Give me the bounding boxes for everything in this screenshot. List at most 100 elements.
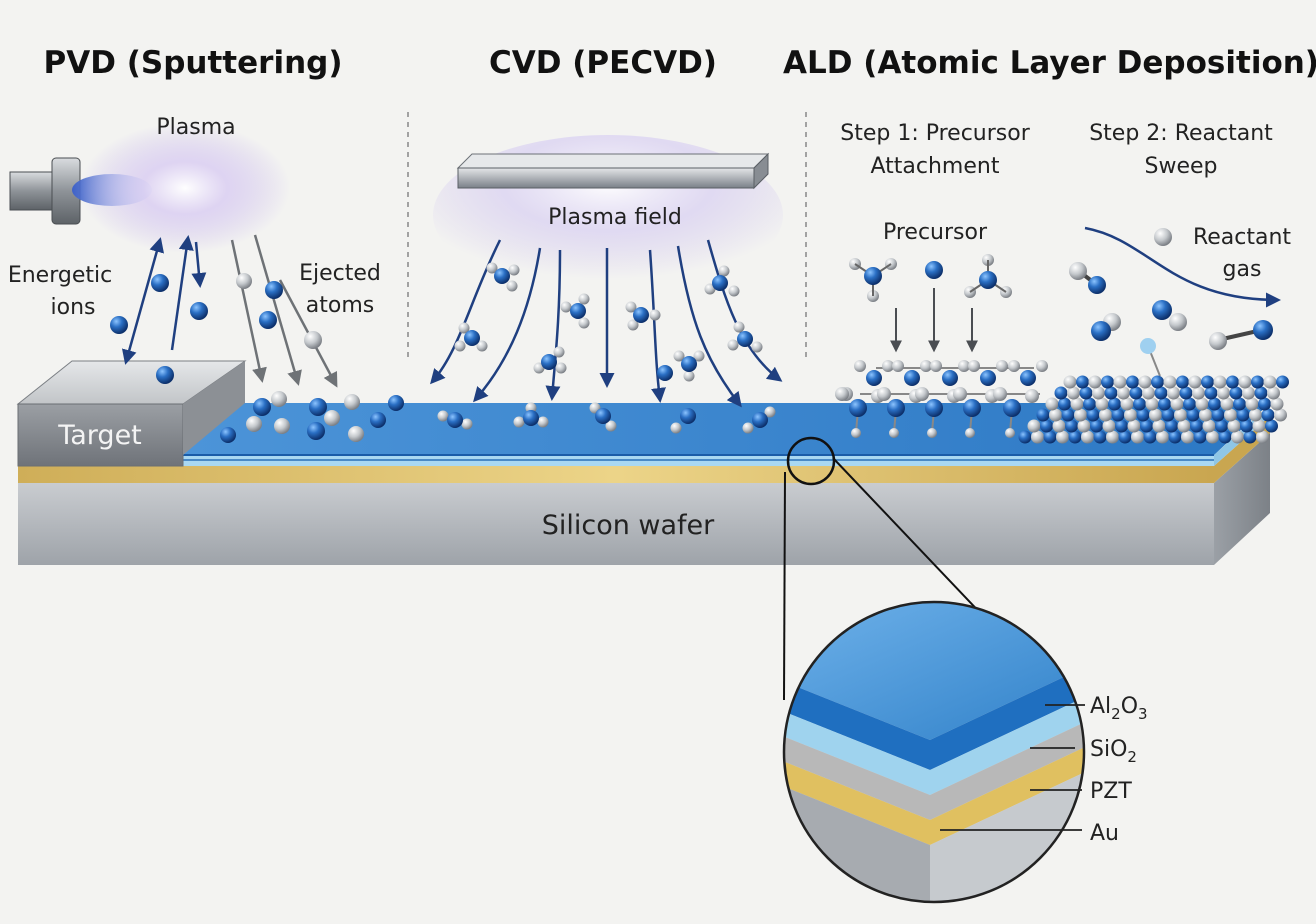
ald-film-atom: [1074, 408, 1087, 422]
ejected-arrows: [230, 234, 338, 388]
ald-atom: [849, 399, 867, 417]
ald-film-atom: [1052, 419, 1066, 433]
ald-film-atom: [1129, 386, 1143, 400]
ald-film-atom: [1067, 386, 1080, 400]
ald-film-atom: [1154, 386, 1168, 400]
ald-atom: [942, 370, 958, 386]
ald-film-atom: [1165, 419, 1178, 433]
ald-film-atom: [1061, 408, 1075, 422]
step1-label-2: Attachment: [871, 154, 1000, 179]
ald-film-atom: [1263, 375, 1277, 389]
ald-film-atom: [1143, 430, 1157, 444]
reactant-gas-label-1: Reactant: [1193, 225, 1291, 250]
ald-film-atom: [1102, 419, 1116, 433]
ald-film-atom: [1036, 408, 1050, 422]
ald-film-atom: [1088, 375, 1102, 389]
ald-film-atom: [1031, 430, 1044, 444]
cvd-title: CVD (PECVD): [489, 45, 717, 81]
ald-film-atom: [1208, 397, 1221, 411]
ald-film-atom: [1267, 386, 1280, 400]
layer-label-1: SiO2: [1090, 737, 1137, 766]
ald-film-atom: [1086, 408, 1100, 422]
ald-film-atom: [1156, 430, 1169, 444]
ald-film-atom: [1113, 375, 1127, 389]
zoom-inset: [784, 602, 1084, 902]
ald-atom: [887, 399, 905, 417]
plasma-glow: [80, 123, 290, 253]
gold-layer-front: [18, 466, 1214, 483]
ald-film-atom: [1068, 430, 1082, 444]
ald-film-atom: [1270, 397, 1284, 411]
ald-film-atom: [1140, 419, 1153, 433]
ald-film-atom: [1261, 408, 1275, 422]
ald-film-atom: [1056, 430, 1069, 444]
ald-film-atom: [1224, 408, 1237, 422]
ald-film-atom: [1111, 408, 1125, 422]
ejected-atoms-label-1: Ejected: [299, 261, 381, 286]
ald-film-atom: [1095, 397, 1109, 411]
reactant-molecules: [1069, 228, 1273, 377]
ald-film-atom: [1081, 430, 1094, 444]
ald-film-atom: [1236, 408, 1250, 422]
ald-film-atom: [1252, 419, 1266, 433]
energetic-ions-label-1: Energetic: [8, 263, 112, 288]
ald-surface-atoms: [835, 360, 1048, 438]
ald-atom: [980, 370, 996, 386]
target-block: Target: [16, 360, 247, 467]
ald-film-atom: [1118, 430, 1132, 444]
ald-title: ALD (Atomic Layer Deposition): [783, 45, 1316, 81]
ald-film-atom: [1227, 419, 1241, 433]
ald-film-atom: [1186, 408, 1200, 422]
ald-atom: [925, 399, 943, 417]
ald-film-atom: [1251, 375, 1264, 389]
ald-film-atom: [1193, 430, 1207, 444]
ald-film-atom: [1106, 430, 1119, 444]
ald-film-atom: [1149, 408, 1162, 422]
ald-film-atom: [1176, 375, 1189, 389]
ald-atom: [1003, 399, 1021, 417]
ald-film-atom: [1170, 397, 1184, 411]
ald-film-atom: [1211, 408, 1225, 422]
ald-film-atom: [1045, 397, 1059, 411]
ald-film-atom: [1101, 375, 1114, 389]
ejected-atoms-label-2: atoms: [306, 293, 374, 318]
ald-film-atom: [1188, 375, 1202, 389]
ald-film-atom: [1276, 375, 1289, 389]
ald-film-atom: [1124, 408, 1137, 422]
ald-film-atom: [1256, 430, 1269, 444]
ald-film-atom: [1027, 419, 1041, 433]
ald-film-atom: [1226, 375, 1239, 389]
ald-film-atom: [1127, 419, 1141, 433]
ald-film-atom: [1142, 386, 1155, 400]
ald-film-atom: [1117, 386, 1130, 400]
ald-film-atom: [1243, 430, 1257, 444]
ald-film-atom: [1077, 419, 1091, 433]
ald-film-atom: [1120, 397, 1134, 411]
ald-film-atom: [1231, 430, 1244, 444]
ald-film-atom: [1079, 386, 1093, 400]
ald-film-atom: [1213, 375, 1227, 389]
ald-film-atom: [1258, 397, 1271, 411]
silicon-wafer-label: Silicon wafer: [542, 510, 715, 541]
ald-film-atom: [1202, 419, 1216, 433]
cvd-molecules: [437, 262, 776, 434]
silicon-wafer-side: [1214, 433, 1270, 565]
ald-film-atom: [1238, 375, 1252, 389]
ald-atom: [866, 370, 882, 386]
ald-film-atom: [1179, 386, 1193, 400]
ald-film-atom: [1242, 386, 1255, 400]
ion-arrows: [121, 235, 207, 365]
layer-label-0: Al2O3: [1090, 694, 1148, 723]
ald-film-atom: [1090, 419, 1103, 433]
ald-film-atom: [1092, 386, 1105, 400]
ald-film-atom: [1063, 375, 1077, 389]
ald-film-atom: [1199, 408, 1212, 422]
ald-film-atom: [1070, 397, 1084, 411]
ald-film-atom: [1151, 375, 1164, 389]
plasma-field-label: Plasma field: [548, 205, 682, 230]
ald-film-atom: [1043, 430, 1057, 444]
precursor-molecules: [849, 254, 1012, 302]
precursor-arrows: [890, 288, 978, 353]
cvd-electrode: [456, 152, 770, 190]
ald-film-atom: [1104, 386, 1118, 400]
